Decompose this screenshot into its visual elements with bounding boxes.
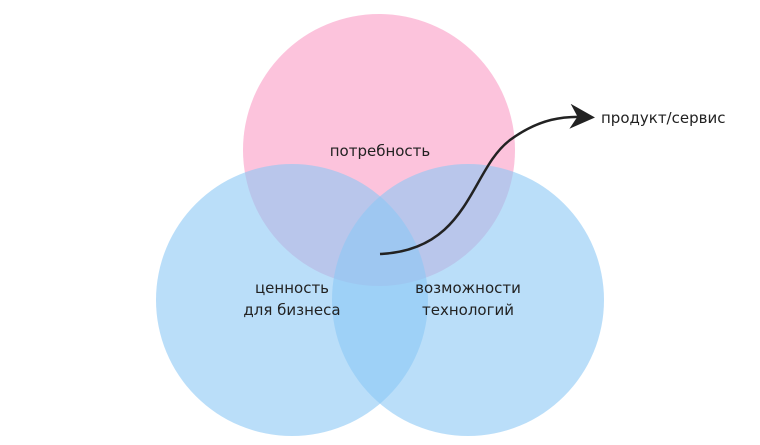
label-tech-line1: возможности xyxy=(415,279,521,297)
label-tech-line2: технологий xyxy=(422,301,514,319)
label-business-line1: ценность xyxy=(254,279,330,297)
label-need: потребность xyxy=(329,142,431,160)
circle-tech xyxy=(332,164,604,436)
label-tech: возможности технологий xyxy=(398,277,538,321)
label-business: ценность для бизнеса xyxy=(222,277,362,321)
label-business-line2: для бизнеса xyxy=(243,301,341,319)
arrow-product xyxy=(379,103,595,256)
label-product: продукт/сервис xyxy=(601,109,726,127)
